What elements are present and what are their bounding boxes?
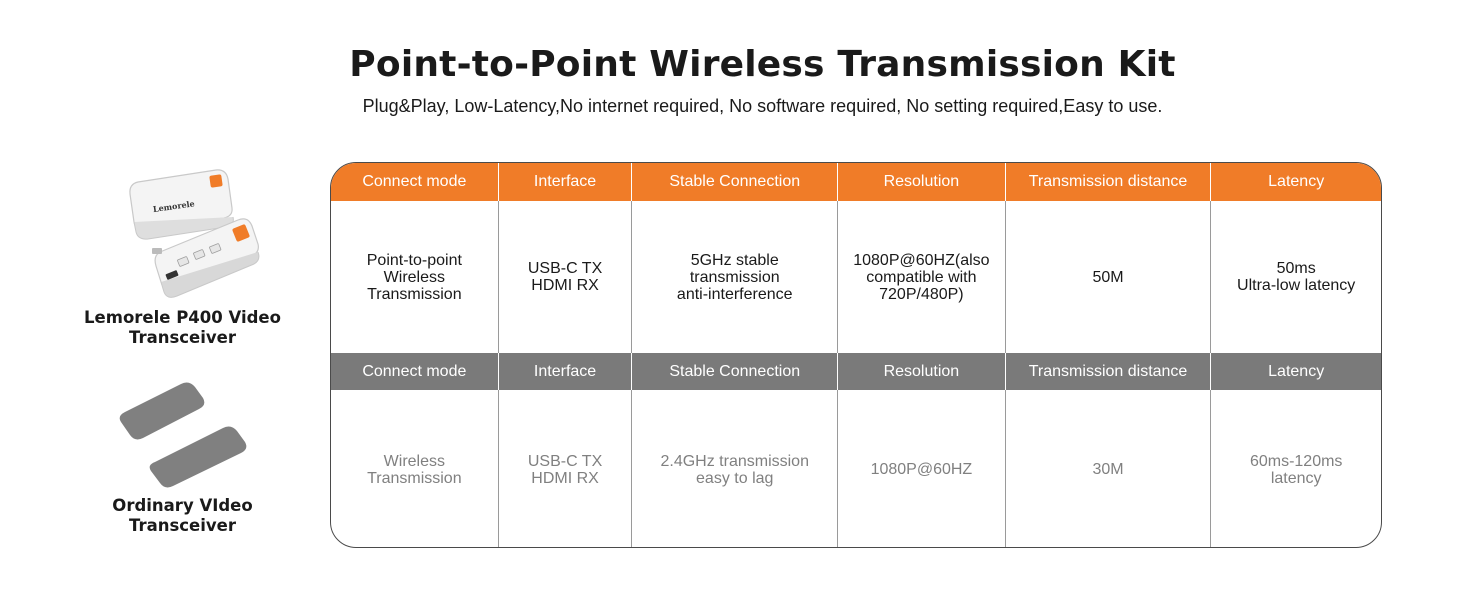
- table-row-ordinary: Wireless Transmission USB-C TX HDMI RX 2…: [331, 390, 1381, 547]
- table-cell: 50ms Ultra-low latency: [1237, 260, 1356, 294]
- page-subtitle: Plug&Play, Low-Latency,No internet requi…: [362, 96, 1163, 116]
- column-header: Resolution: [838, 163, 1006, 201]
- column-header: Transmission distance: [1006, 353, 1212, 390]
- receiver-unit: Lemorele: [128, 169, 234, 240]
- table-cell: Point-to-point Wireless Transmission: [331, 201, 499, 353]
- table-cell: 2.4GHz transmission easy to lag: [632, 390, 839, 547]
- column-header: Connect mode: [331, 353, 499, 390]
- column-header: Stable Connection: [632, 163, 839, 201]
- page-title: Point-to-Point Wireless Transmission Kit: [349, 44, 1176, 85]
- table-cell: USB-C TX HDMI RX: [499, 201, 633, 353]
- product-ordinary: Ordinary VIdeo Transceiver: [70, 378, 295, 536]
- product-lemorele: Lemorele Lemorele P400 Video Transceiver: [70, 160, 295, 348]
- column-header: Latency: [1268, 173, 1325, 190]
- column-header: Connect mode: [331, 163, 499, 201]
- table-row-premium: Point-to-point Wireless Transmission USB…: [331, 201, 1381, 353]
- table-cell: 5GHz stable transmission anti-interferen…: [632, 201, 839, 353]
- ordinary-device-image: [119, 382, 246, 488]
- table-cell: USB-C TX HDMI RX: [499, 390, 633, 547]
- transmitter-unit: [151, 218, 259, 298]
- table-cell: 1080P@60HZ: [838, 390, 1006, 547]
- column-header: Transmission distance: [1006, 163, 1212, 201]
- column-header: Resolution: [838, 353, 1006, 390]
- product-name-ordinary: Ordinary VIdeo Transceiver: [112, 496, 253, 535]
- product-name-lemorele: Lemorele P400 Video Transceiver: [84, 308, 281, 347]
- column-header: Interface: [499, 353, 633, 390]
- column-header: Stable Connection: [632, 353, 839, 390]
- table-cell: Wireless Transmission: [331, 390, 499, 547]
- table-cell: 30M: [1006, 390, 1212, 547]
- table-cell: 1080P@60HZ(also compatible with 720P/480…: [838, 201, 1006, 353]
- table-header-ordinary: Connect mode Interface Stable Connection…: [331, 353, 1381, 390]
- comparison-table: Connect mode Interface Stable Connection…: [330, 162, 1382, 548]
- table-cell: 60ms-120ms latency: [1249, 452, 1343, 487]
- table-cell: 50M: [1006, 201, 1212, 353]
- table-header-premium: Connect mode Interface Stable Connection…: [331, 163, 1381, 201]
- lemorele-device-image: Lemorele: [128, 169, 259, 298]
- column-header: Latency: [1268, 362, 1325, 380]
- column-header: Interface: [499, 163, 633, 201]
